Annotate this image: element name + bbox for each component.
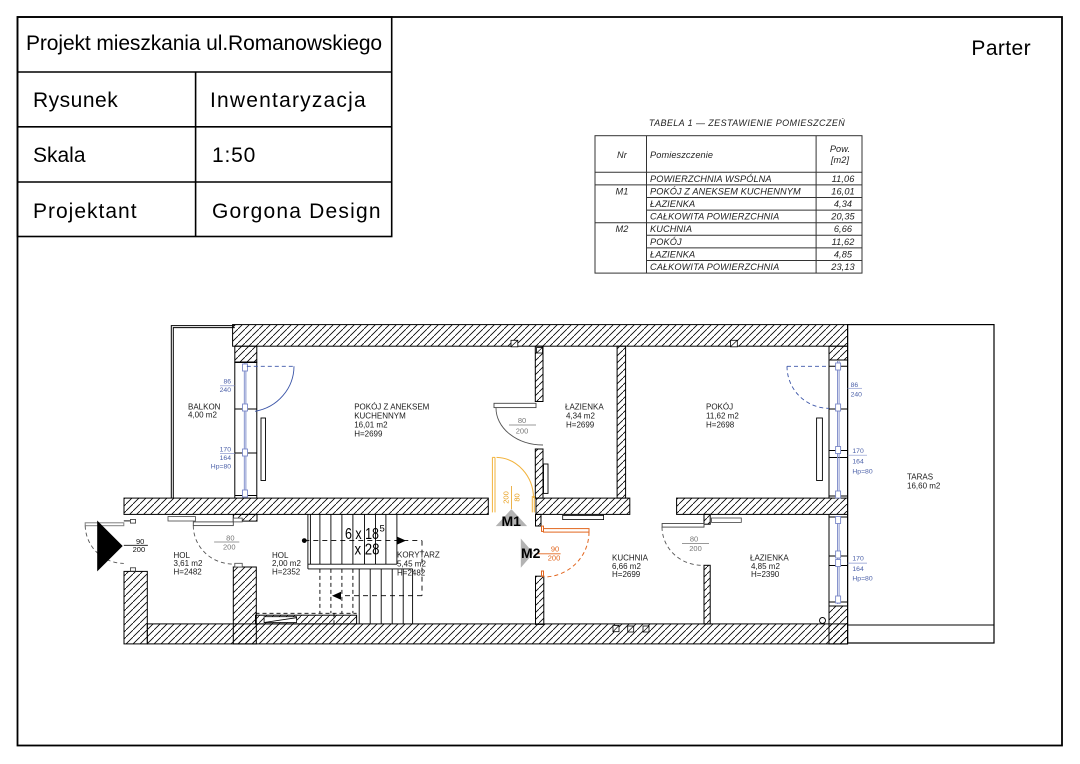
svg-text:1:50: 1:50 (212, 144, 256, 167)
svg-text:20,35: 20,35 (830, 212, 855, 222)
svg-text:4,34: 4,34 (834, 199, 852, 209)
svg-text:170: 170 (852, 448, 864, 455)
svg-text:Parter: Parter (971, 37, 1031, 60)
svg-text:Nr: Nr (617, 150, 628, 160)
svg-text:KUCHNIA: KUCHNIA (650, 224, 692, 234)
svg-text:164: 164 (852, 458, 864, 465)
svg-text:Gorgona Design: Gorgona Design (212, 200, 382, 223)
svg-text:200: 200 (223, 543, 236, 552)
svg-text:Projektant: Projektant (33, 200, 138, 223)
svg-text:Hp=80: Hp=80 (852, 468, 872, 475)
svg-text:M1: M1 (502, 513, 522, 529)
svg-text:CAŁKOWITA POWIERZCHNIA: CAŁKOWITA POWIERZCHNIA (650, 262, 779, 272)
svg-text:5: 5 (380, 524, 385, 535)
svg-text:Hp=80: Hp=80 (852, 576, 872, 583)
svg-text:170: 170 (220, 447, 232, 454)
svg-text:H=2699: H=2699 (612, 570, 641, 579)
svg-text:80: 80 (513, 493, 522, 501)
svg-text:Skala: Skala (33, 144, 86, 167)
svg-text:H=2699: H=2699 (354, 430, 383, 439)
svg-text:16,01: 16,01 (831, 187, 855, 197)
svg-text:CAŁKOWITA POWIERZCHNIA: CAŁKOWITA POWIERZCHNIA (650, 212, 779, 222)
svg-text:POKÓJ: POKÓJ (706, 403, 733, 412)
svg-text:4,00 m2: 4,00 m2 (188, 410, 217, 419)
svg-text:Pow.: Pow. (830, 144, 850, 154)
svg-text:6,66: 6,66 (834, 224, 853, 234)
svg-text:200: 200 (516, 427, 529, 436)
svg-text:M2: M2 (521, 545, 541, 561)
svg-text:90: 90 (551, 545, 559, 554)
svg-text:4,85 m2: 4,85 m2 (751, 562, 780, 571)
svg-text:5,45 m2: 5,45 m2 (397, 560, 426, 569)
svg-text:200: 200 (548, 554, 561, 563)
svg-text:4,34 m2: 4,34 m2 (566, 412, 595, 421)
svg-text:Inwentaryzacja: Inwentaryzacja (210, 89, 367, 112)
svg-text:23,13: 23,13 (830, 262, 855, 272)
svg-text:ŁAZIENKA: ŁAZIENKA (650, 199, 695, 209)
svg-text:4,85: 4,85 (834, 249, 853, 259)
svg-text:240: 240 (851, 392, 863, 399)
svg-text:164: 164 (220, 455, 232, 462)
svg-text:Pomieszczenie: Pomieszczenie (650, 150, 713, 160)
svg-text:H=2390: H=2390 (751, 570, 780, 579)
svg-text:16,60 m2: 16,60 m2 (907, 481, 941, 490)
svg-text:ŁAZIENKA: ŁAZIENKA (565, 403, 604, 412)
svg-text:M1: M1 (616, 187, 629, 197)
svg-text:KUCHENNYM: KUCHENNYM (354, 412, 406, 421)
svg-text:POKÓJ Z ANEKSEM KUCHENNYM: POKÓJ Z ANEKSEM KUCHENNYM (650, 187, 801, 197)
svg-text:HOL: HOL (174, 551, 191, 560)
svg-text:90: 90 (136, 537, 144, 546)
svg-text:BALKON: BALKON (188, 402, 221, 411)
svg-text:16,01 m2: 16,01 m2 (354, 421, 388, 430)
svg-text:2,00 m2: 2,00 m2 (272, 559, 301, 568)
svg-text:H=2698: H=2698 (706, 421, 735, 430)
svg-text:ŁAZIENKA: ŁAZIENKA (650, 249, 695, 259)
svg-text:6 x 18: 6 x 18 (345, 526, 379, 543)
svg-text:x 28: x 28 (355, 542, 380, 559)
svg-text:86: 86 (851, 382, 859, 389)
svg-text:240: 240 (220, 387, 232, 394)
svg-text:H=2482: H=2482 (174, 567, 203, 576)
svg-text:KUCHNIA: KUCHNIA (612, 554, 649, 563)
svg-text:200: 200 (689, 544, 702, 553)
svg-text:Projekt mieszkania ul.Romanows: Projekt mieszkania ul.Romanowskiego (26, 32, 382, 55)
svg-text:11,62: 11,62 (832, 237, 855, 247)
svg-text:80: 80 (690, 535, 698, 544)
svg-text:H=2699: H=2699 (566, 421, 595, 430)
svg-text:[m2]: [m2] (830, 155, 850, 165)
svg-text:80: 80 (226, 534, 234, 543)
svg-text:164: 164 (852, 566, 864, 573)
svg-text:80: 80 (518, 416, 526, 425)
svg-text:86: 86 (223, 379, 231, 386)
svg-text:KORYTARZ: KORYTARZ (397, 551, 440, 560)
svg-text:Rysunek: Rysunek (33, 89, 118, 112)
svg-text:TARAS: TARAS (907, 473, 933, 482)
svg-text:11,62 m2: 11,62 m2 (706, 412, 739, 421)
svg-text:POKÓJ: POKÓJ (650, 237, 682, 247)
svg-text:ŁAZIENKA: ŁAZIENKA (750, 554, 789, 563)
svg-text:H=2482: H=2482 (397, 569, 426, 578)
svg-text:HOL: HOL (272, 551, 289, 560)
svg-text:M2: M2 (616, 224, 629, 234)
svg-text:POKÓJ Z ANEKSEM: POKÓJ Z ANEKSEM (354, 403, 429, 412)
svg-text:11,06: 11,06 (832, 174, 856, 184)
svg-text:POWIERZCHNIA WSPÓLNA: POWIERZCHNIA WSPÓLNA (650, 174, 772, 184)
svg-text:200: 200 (133, 545, 146, 554)
svg-text:200: 200 (502, 491, 511, 504)
svg-text:Hp=80: Hp=80 (211, 464, 231, 471)
svg-text:3,61 m2: 3,61 m2 (174, 559, 203, 568)
svg-text:170: 170 (852, 556, 864, 563)
svg-text:TABELA 1 — ZESTAWIENIE POM: TABELA 1 — ZESTAWIENIE POMIESZCZEŃ (649, 118, 845, 128)
svg-text:6,66 m2: 6,66 m2 (612, 562, 641, 571)
svg-text:H=2352: H=2352 (272, 567, 301, 576)
